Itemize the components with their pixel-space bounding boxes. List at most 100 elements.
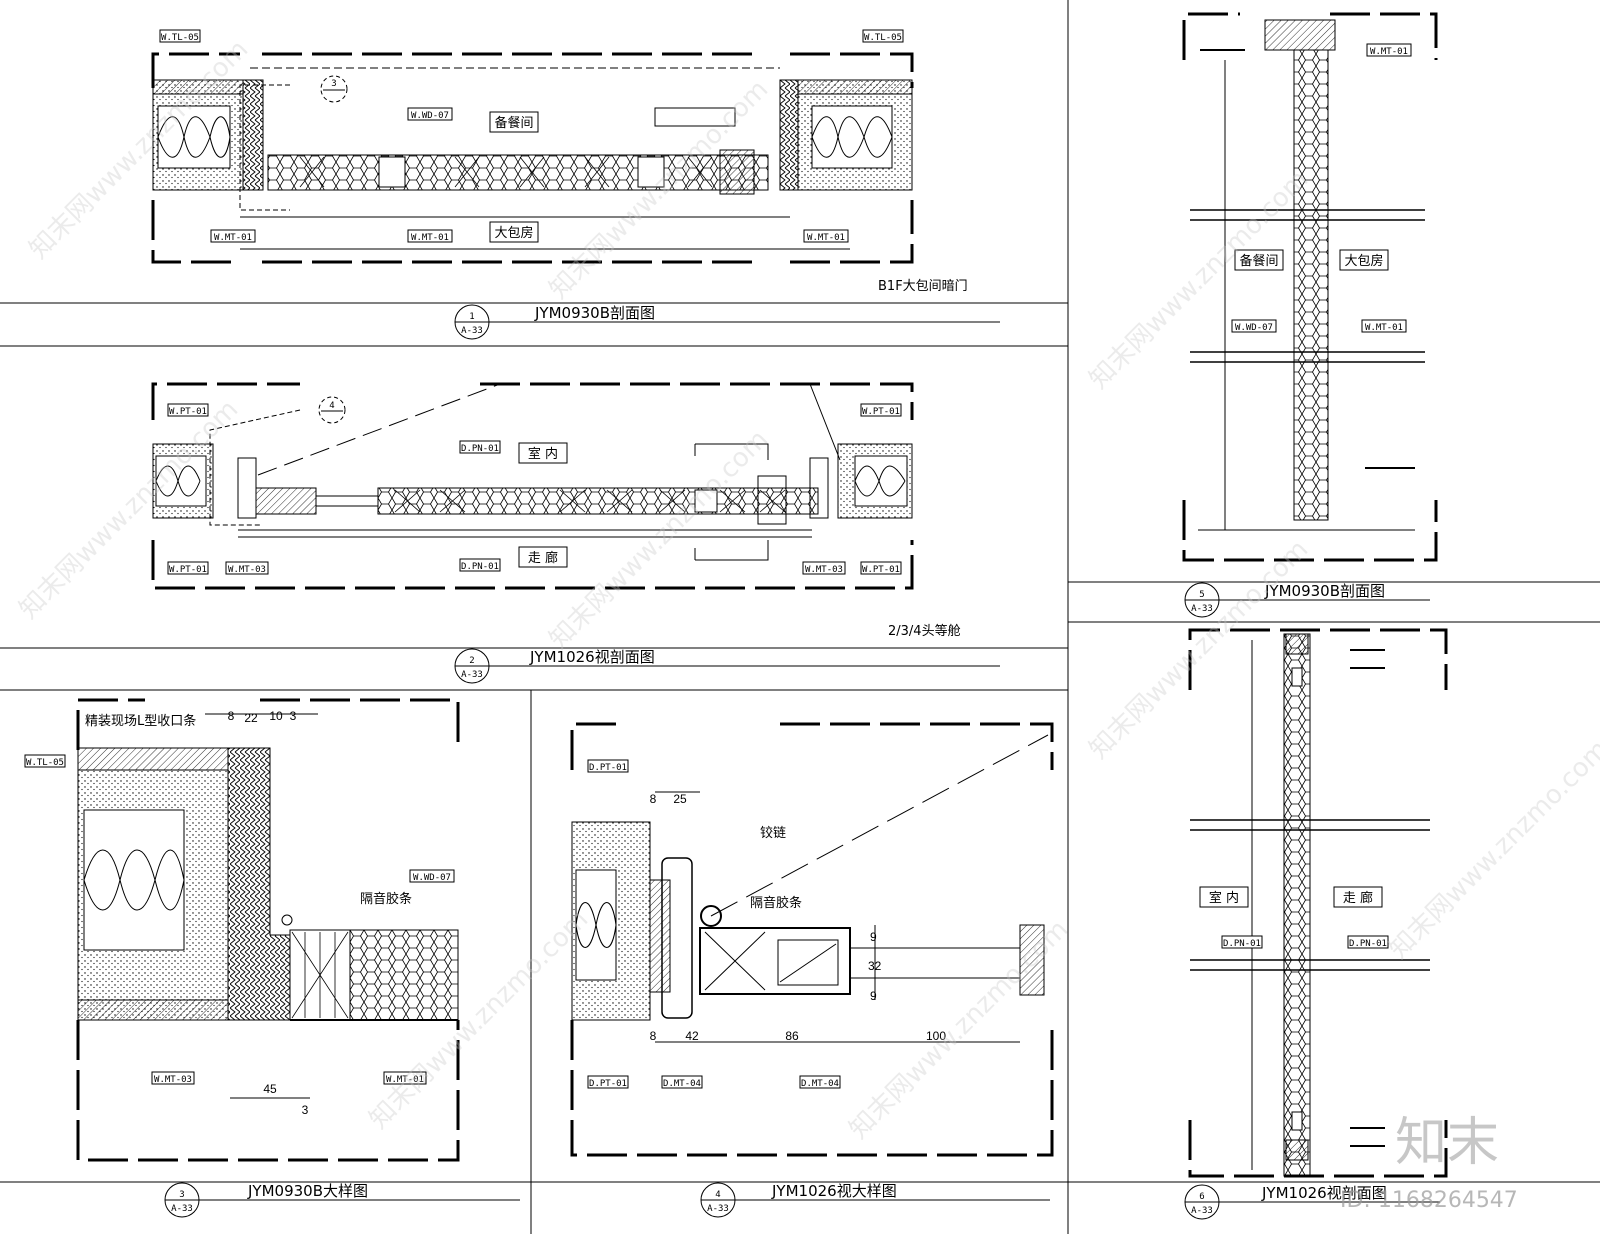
- tag-wmt01-a: W.MT-01: [214, 233, 252, 243]
- room-prep-p5: 备餐间: [1239, 253, 1278, 269]
- title-4-text: JYM1026视大样图: [771, 1182, 897, 1200]
- title-2-text: JYM1026视剖面图: [529, 648, 655, 666]
- panel-6-labels: 室 内 走 廊 D.PN-01 D.PN-01: [1199, 886, 1389, 949]
- watermark-repeat-8: 知末网www.znzmo.com: [844, 914, 1075, 1145]
- title-3-number: 3: [179, 1190, 184, 1200]
- label-seal-p4: 隔音胶条: [750, 895, 802, 911]
- room-corridor-p6: 走 廊: [1343, 890, 1373, 906]
- callout-3-number: 3: [331, 79, 336, 89]
- dim-p3-8: 8: [228, 709, 235, 723]
- watermark-brand: 知末: [1395, 1113, 1499, 1173]
- tag-wmt01-c: W.MT-01: [807, 233, 845, 243]
- tag-dpn01-b: D.PN-01: [461, 562, 499, 572]
- watermark-repeat-6: 知末网www.znzmo.com: [1084, 534, 1315, 765]
- tag-wwd07-p3: W.WD-07: [413, 873, 451, 883]
- dim-p3-3b: 3: [302, 1103, 309, 1117]
- title-5-text: JYM0930B剖面图: [1264, 582, 1385, 600]
- tag-wpt01-d: W.PT-01: [862, 565, 900, 575]
- panel-2-labels: W.PT-01 W.PT-01 D.PN-01 室 内 走 廊 D.PN-01 …: [167, 403, 961, 639]
- title-2-number: 2: [469, 656, 474, 666]
- label-l-trim: 精装现场L型收口条: [85, 713, 196, 729]
- panel-2-section: 4: [151, 382, 914, 590]
- tag-wwd07: W.WD-07: [411, 111, 449, 121]
- dim-p3-22: 22: [244, 711, 258, 725]
- panel-5-labels: W.MT-01 备餐间 大包房 W.WD-07 W.MT-01: [1231, 43, 1412, 333]
- panel-4-labels: D.PT-01 8 25 铰链 隔音胶条 9 32 9 8 42 86 100 …: [587, 759, 946, 1089]
- dim-p3-45: 45: [263, 1082, 277, 1096]
- tag-wpt01-b: W.PT-01: [862, 407, 900, 417]
- panel-6-section: [1188, 628, 1448, 1178]
- room-prep: 备餐间: [494, 115, 533, 131]
- dim-p4-32: 32: [868, 959, 882, 973]
- panel-5-section: [1182, 12, 1438, 562]
- room-big-private: 大包房: [494, 225, 533, 241]
- watermark-id: ID: 1168264547: [1340, 1188, 1518, 1213]
- room-indoor-p6: 室 内: [1209, 890, 1239, 906]
- tag-dpt01-a: D.PT-01: [589, 763, 627, 773]
- title-2: 2 A-33 JYM1026视剖面图: [454, 648, 1000, 684]
- tag-wmt03-b: W.MT-03: [805, 565, 843, 575]
- tag-wpt01-c: W.PT-01: [169, 565, 207, 575]
- panel-3-labels: 精装现场L型收口条 8 22 10 3 W.TL-05 W.WD-07 隔音胶条…: [24, 709, 455, 1117]
- title-4-number: 4: [715, 1190, 720, 1200]
- title-2-sheet: A-33: [461, 670, 483, 680]
- title-3-text: JYM0930B大样图: [247, 1182, 368, 1200]
- title-5-sheet: A-33: [1191, 604, 1213, 614]
- title-1-sheet: A-33: [461, 326, 483, 336]
- title-1-text: JYM0930B剖面图: [534, 304, 655, 322]
- title-5-number: 5: [1199, 590, 1204, 600]
- watermark-repeat-5: 知末网www.znzmo.com: [1084, 164, 1315, 395]
- title-6-text: JYM1026视剖面图: [1261, 1184, 1387, 1202]
- tag-wtl05-p3: W.TL-05: [26, 758, 64, 768]
- title-3: 3 A-33 JYM0930B大样图: [164, 1182, 520, 1218]
- tag-wpt01-a: W.PT-01: [169, 407, 207, 417]
- room-big-p5: 大包房: [1344, 253, 1383, 269]
- tag-dpn01-p6b: D.PN-01: [1349, 939, 1387, 949]
- tag-dpn01-a: D.PN-01: [461, 444, 499, 454]
- callout-4-number: 4: [329, 401, 334, 411]
- watermark-repeat-4: 知末网www.znzmo.com: [544, 424, 775, 655]
- title-5: 5 A-33 JYM0930B剖面图: [1184, 582, 1430, 618]
- label-seal-p3: 隔音胶条: [360, 891, 412, 907]
- panel-3-detail: [76, 698, 460, 1162]
- title-4-sheet: A-33: [707, 1204, 729, 1214]
- room-corridor: 走 廊: [528, 550, 558, 566]
- room-indoor: 室 内: [528, 446, 558, 462]
- title-3-sheet: A-33: [171, 1204, 193, 1214]
- tag-wmt01-p3: W.MT-01: [386, 1075, 424, 1085]
- watermark-repeat-9: 知末网www.znzmo.com: [1384, 734, 1600, 965]
- panel-1-labels: W.TL-05 W.TL-05 W.WD-07 备餐间 大包房 W.MT-01 …: [159, 29, 968, 294]
- panel-1-section: 3: [151, 52, 914, 264]
- dim-p4-9a: 9: [870, 930, 877, 944]
- tag-wmt03-a: W.MT-03: [228, 565, 266, 575]
- dim-p4-42: 42: [685, 1029, 699, 1043]
- title-1-number: 1: [469, 312, 474, 322]
- tag-dmt04-a: D.MT-04: [663, 1079, 701, 1089]
- dim-p4-8a: 8: [650, 792, 657, 806]
- watermark-layer: 知末网www.znzmo.com 知末网www.znzmo.com 知末网www…: [14, 34, 1600, 1213]
- tag-wmt01-p5b: W.MT-01: [1365, 323, 1403, 333]
- note-b1f: B1F大包间暗门: [878, 279, 968, 294]
- tag-wmt03-p3: W.MT-03: [154, 1075, 192, 1085]
- label-hinge: 铰链: [760, 826, 786, 841]
- panel-4-detail: [570, 722, 1054, 1157]
- tag-wmt01-p5a: W.MT-01: [1370, 47, 1408, 57]
- tag-dpn01-p6a: D.PN-01: [1223, 939, 1261, 949]
- title-6: 6 A-33 JYM1026视剖面图: [1184, 1184, 1440, 1220]
- tag-wmt01-b: W.MT-01: [411, 233, 449, 243]
- title-6-sheet: A-33: [1191, 1206, 1213, 1216]
- tag-wtl05-left: W.TL-05: [161, 33, 199, 43]
- dim-p4-25: 25: [673, 792, 687, 806]
- tag-dmt04-b: D.MT-04: [801, 1079, 839, 1089]
- title-4: 4 A-33 JYM1026视大样图: [700, 1182, 1050, 1218]
- dim-p4-8b: 8: [650, 1029, 657, 1043]
- dim-p4-9b: 9: [870, 989, 877, 1003]
- note-first-class: 2/3/4头等舱: [888, 623, 961, 639]
- dim-p3-10: 10: [269, 709, 283, 723]
- tag-wwd07-p5: W.WD-07: [1235, 323, 1273, 333]
- tag-wtl05-right: W.TL-05: [864, 33, 902, 43]
- title-1: 1 A-33 JYM0930B剖面图: [454, 304, 1000, 340]
- dim-p4-86: 86: [785, 1029, 799, 1043]
